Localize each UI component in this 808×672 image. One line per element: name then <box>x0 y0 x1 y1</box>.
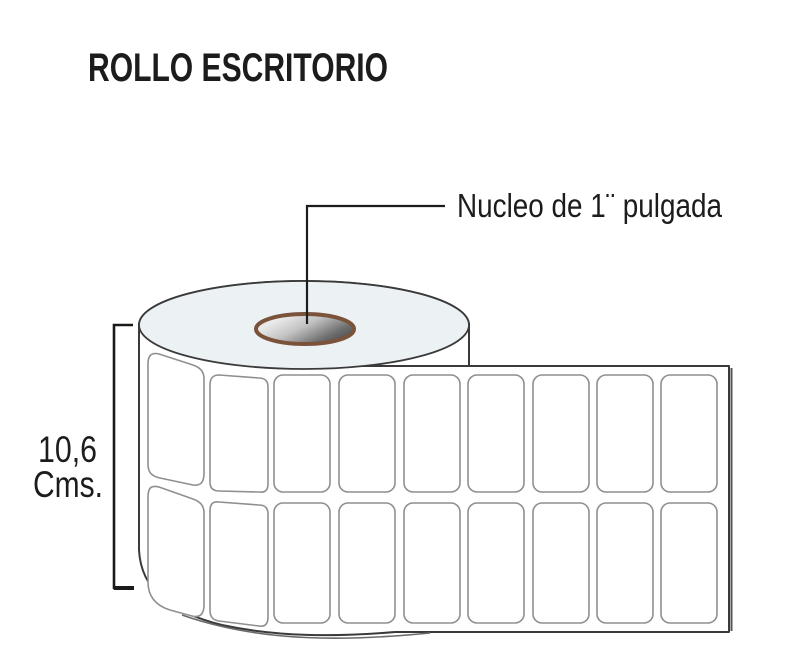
label-cell <box>660 374 718 493</box>
curved-label-row2-col2 <box>209 501 269 627</box>
callout-leader-line <box>305 204 445 324</box>
label-cell <box>403 374 461 493</box>
curved-label-row1-col1 <box>147 352 205 486</box>
label-cell <box>467 502 525 624</box>
label-cell <box>273 502 331 624</box>
label-cell <box>532 374 590 493</box>
page-title: ROLLO ESCRITORIO <box>88 46 388 90</box>
callout-label: Nucleo de 1¨ pulgada <box>457 187 723 224</box>
curved-label-row1-col2 <box>209 374 269 493</box>
measurement-value: 10,6 <box>38 429 97 470</box>
label-cell <box>338 374 396 493</box>
label-cell <box>403 502 461 624</box>
measurement-unit: Cms. <box>33 464 103 505</box>
label-cell <box>660 502 718 624</box>
curved-label-row2-col1 <box>147 485 205 618</box>
label-cell <box>596 374 654 493</box>
label-grid <box>273 374 718 624</box>
core-hole <box>254 312 356 346</box>
label-cell <box>273 374 331 493</box>
label-cell <box>532 502 590 624</box>
label-cell <box>596 502 654 624</box>
label-cell <box>467 374 525 493</box>
label-cell <box>338 502 396 624</box>
sheet-bottom-edge <box>181 614 431 640</box>
